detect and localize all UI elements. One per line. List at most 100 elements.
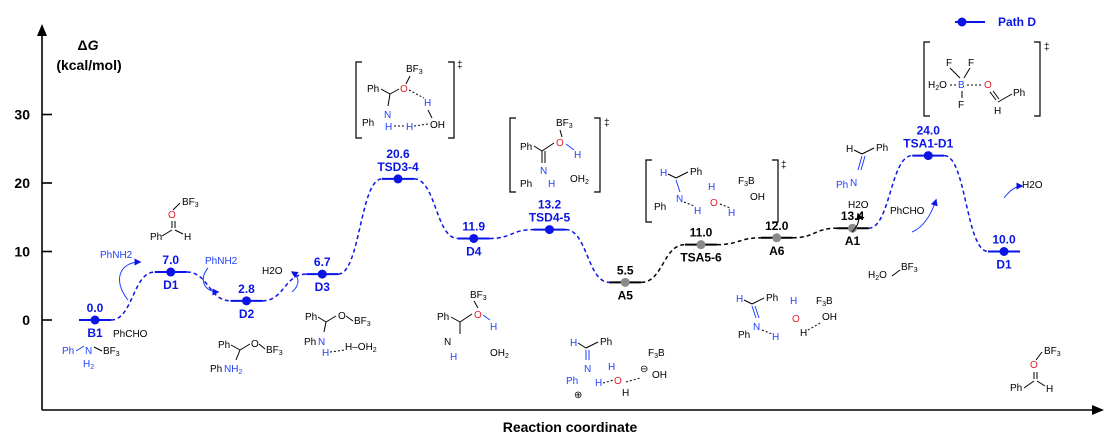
tsd3-4-structure: ‡ BF3 O Ph H OH Ph N H H [355, 60, 463, 139]
byproduct-h2o-1: H2O [262, 266, 283, 277]
y-axis-unit: (kcal/mol) [56, 57, 121, 73]
svg-text:F3B: F3B [816, 296, 833, 308]
svg-text:BF3: BF3 [182, 197, 199, 209]
node-3 [317, 269, 327, 279]
byproduct-arrow-3 [1003, 182, 1024, 199]
connector-3 [338, 178, 383, 275]
legend-marker [957, 17, 967, 27]
svg-text:BF3: BF3 [901, 262, 918, 274]
connector-8 [716, 237, 761, 246]
svg-text:H: H [800, 328, 807, 339]
svg-text:BF3: BF3 [266, 345, 283, 357]
svg-text:Ph: Ph [304, 337, 316, 348]
byproduct-h2o-2: H2O [848, 200, 869, 211]
node-12 [999, 247, 1009, 256]
tsa1-d1-structure: ‡ F F H2O B F O Ph H [923, 41, 1050, 117]
d3-structure: Ph O BF3 Ph N H H–OH2 [304, 311, 377, 359]
connector-1 [186, 271, 231, 302]
svg-text:N: N [444, 337, 451, 348]
byproduct-arrow-1 [290, 271, 299, 293]
svg-text:H: H [694, 206, 701, 217]
value-label-2: 2.8 [238, 282, 255, 296]
svg-text:N: N [318, 337, 325, 348]
reagent-phcho-2: PhCHO [890, 206, 925, 217]
byproduct-h2o-3: H2O [1022, 180, 1043, 191]
svg-text:Ph: Ph [150, 232, 162, 243]
node-6 [545, 225, 554, 235]
svg-text:H: H [184, 232, 191, 243]
svg-text:⊖: ⊖ [640, 364, 648, 375]
svg-text:H: H [450, 352, 457, 363]
connector-7 [641, 243, 686, 284]
svg-text:Ph: Ph [367, 84, 379, 95]
svg-text:N: N [753, 322, 760, 333]
svg-text:N: N [540, 166, 547, 177]
node-10 [848, 223, 857, 233]
svg-text:‡: ‡ [457, 60, 463, 71]
svg-text:F: F [968, 58, 974, 69]
svg-text:NH2: NH2 [224, 364, 242, 376]
value-label-0: 0.0 [87, 301, 104, 315]
svg-text:N: N [384, 110, 391, 121]
svg-text:‡: ‡ [604, 118, 610, 129]
svg-text:Ph: Ph [766, 293, 778, 304]
svg-text:OH2: OH2 [490, 348, 509, 360]
svg-text:N: N [584, 364, 591, 375]
value-label-3: 6.7 [314, 255, 331, 269]
svg-text:H: H [1046, 384, 1053, 395]
y-axis-title: ΔG [78, 37, 99, 53]
svg-text:H: H [790, 296, 797, 307]
node-9 [772, 233, 782, 243]
value-label-5: 11.9 [462, 219, 485, 233]
svg-text:Ph: Ph [62, 346, 74, 357]
svg-text:Ph: Ph [566, 376, 578, 387]
svg-text:Ph: Ph [876, 143, 888, 154]
svg-text:O: O [614, 376, 622, 387]
svg-text:H: H [772, 332, 779, 343]
d1-final-structure: BF3 O Ph H [1010, 346, 1061, 395]
point-name-3: D3 [315, 280, 331, 294]
reagent-phnh2-2: PhNH2 [205, 256, 238, 267]
svg-text:H–OH2: H–OH2 [345, 342, 377, 354]
svg-text:H: H [608, 362, 615, 373]
svg-text:N: N [85, 346, 92, 357]
svg-text:H: H [660, 168, 667, 179]
svg-text:H: H [322, 348, 329, 359]
svg-text:OH: OH [430, 120, 445, 131]
point-name-2: D2 [239, 307, 255, 321]
svg-text:Ph: Ph [520, 179, 532, 190]
point-name-11: TSA1-D1 [903, 137, 953, 151]
svg-text:N: N [850, 178, 857, 189]
svg-text:B: B [958, 80, 965, 91]
x-axis [42, 405, 1104, 415]
d4-structure: BF3 O Ph H N H OH2 [437, 290, 509, 363]
value-label-7: 5.5 [617, 263, 634, 277]
svg-text:‡: ‡ [781, 160, 787, 171]
point-name-5: D4 [466, 244, 482, 258]
svg-text:O: O [168, 210, 176, 221]
reagent-phnh2-1: PhNH2 [100, 250, 133, 261]
reagent-phcho-1: PhCHO [113, 329, 148, 340]
svg-text:BF3: BF3 [470, 290, 487, 302]
svg-text:Ph: Ph [738, 330, 750, 341]
value-label-11: 24.0 [917, 124, 941, 138]
a1-structure: H2O BF3 [868, 262, 918, 282]
svg-text:H: H [548, 179, 555, 190]
y-tick-label-30: 30 [14, 107, 30, 123]
svg-text:H: H [424, 98, 431, 109]
svg-text:O: O [710, 198, 718, 209]
node-7 [620, 277, 630, 287]
svg-text:O: O [338, 311, 346, 322]
svg-text:O: O [984, 80, 992, 91]
reagent-arrow-1 [119, 258, 142, 301]
svg-text:O: O [556, 138, 564, 149]
svg-text:H2: H2 [83, 359, 94, 371]
svg-text:O: O [400, 84, 408, 95]
value-label-4: 20.6 [386, 147, 410, 161]
a5-structure: H Ph N Ph ⊕ H O H H F3B ⊖ OH [566, 337, 667, 401]
svg-text:H: H [595, 378, 602, 389]
svg-text:Ph: Ph [836, 180, 848, 191]
svg-text:BF3: BF3 [103, 346, 120, 358]
